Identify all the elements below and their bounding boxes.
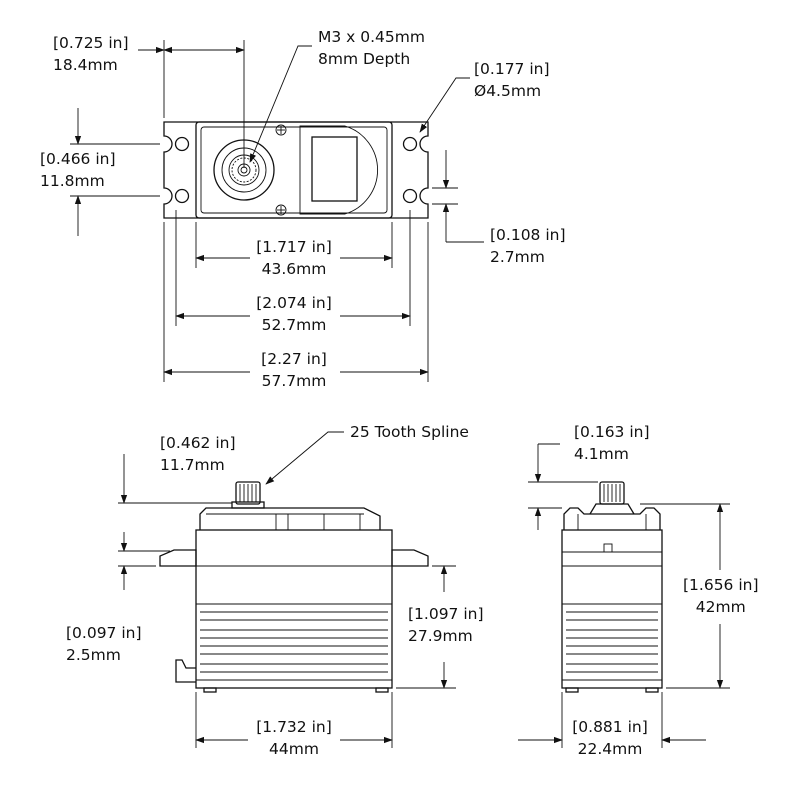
spline-label: 25 Tooth Spline [350, 423, 469, 441]
spline-side-mm: 4.1mm [574, 445, 629, 463]
body-length-dimension: [1.732 in] 44mm [256, 716, 332, 760]
case-width-mm: 43.6mm [261, 260, 327, 278]
hole-spacing-dimension: [0.466 in] 11.8mm [40, 148, 116, 192]
screw-thread-spec: M3 x 0.45mm [318, 28, 425, 46]
flange-thickness-mm: 2.5mm [66, 646, 121, 664]
spline-side-dimension: [0.163 in] 4.1mm [574, 421, 650, 465]
overall-length-dimension: [2.27 in] 57.7mm [261, 348, 327, 392]
case-width-in: [1.717 in] [256, 238, 332, 256]
overall-height-in: [1.656 in] [683, 576, 759, 594]
flange-height-dimension: [1.097 in] 27.9mm [408, 603, 484, 647]
hole-diameter-mm: Ø4.5mm [474, 82, 542, 100]
hole-diameter-in: [0.177 in] [474, 60, 550, 78]
spline-side-in: [0.163 in] [574, 423, 650, 441]
body-width-in: [0.881 in] [572, 718, 648, 736]
horn-offset-dimension: [0.725 in] 18.4mm [53, 32, 129, 76]
mount-spacing-in: [2.074 in] [256, 294, 332, 312]
front-view [118, 431, 456, 748]
side-view [518, 443, 730, 748]
flange-height-mm: 27.9mm [408, 627, 473, 645]
slot-width-dimension: [0.108 in] 2.7mm [490, 224, 566, 268]
hole-spacing-in: [0.466 in] [40, 150, 116, 168]
case-width-dimension: [1.717 in] 43.6mm [256, 236, 332, 280]
flange-height-in: [1.097 in] [408, 605, 484, 623]
flange-thickness-in: [0.097 in] [66, 624, 142, 642]
mount-spacing-dimension: [2.074 in] 52.7mm [256, 292, 332, 336]
overall-length-in: [2.27 in] [261, 350, 327, 368]
flange-thickness-dimension: [0.097 in] 2.5mm [66, 622, 142, 666]
body-length-in: [1.732 in] [256, 718, 332, 736]
spline-height-dimension: [0.462 in] 11.7mm [160, 432, 236, 476]
screw-depth-spec: 8mm Depth [318, 50, 411, 68]
spline-callout: 25 Tooth Spline [350, 421, 469, 443]
hole-diameter-dimension: [0.177 in] Ø4.5mm [474, 58, 550, 102]
slot-width-in: [0.108 in] [490, 226, 566, 244]
horn-offset-in: [0.725 in] [53, 34, 129, 52]
slot-width-mm: 2.7mm [490, 248, 545, 266]
top-view [70, 40, 484, 382]
screw-callout: M3 x 0.45mm 8mm Depth [318, 26, 425, 70]
overall-height-mm: 42mm [695, 598, 746, 616]
spline-height-in: [0.462 in] [160, 434, 236, 452]
body-width-dimension: [0.881 in] 22.4mm [572, 716, 648, 760]
body-width-mm: 22.4mm [577, 740, 643, 758]
horn-offset-mm: 18.4mm [53, 56, 118, 74]
hole-spacing-mm: 11.8mm [40, 172, 105, 190]
overall-height-dimension: [1.656 in] 42mm [683, 574, 759, 618]
spline-height-mm: 11.7mm [160, 456, 225, 474]
mount-spacing-mm: 52.7mm [261, 316, 327, 334]
overall-length-mm: 57.7mm [261, 372, 327, 390]
body-length-mm: 44mm [269, 740, 319, 758]
